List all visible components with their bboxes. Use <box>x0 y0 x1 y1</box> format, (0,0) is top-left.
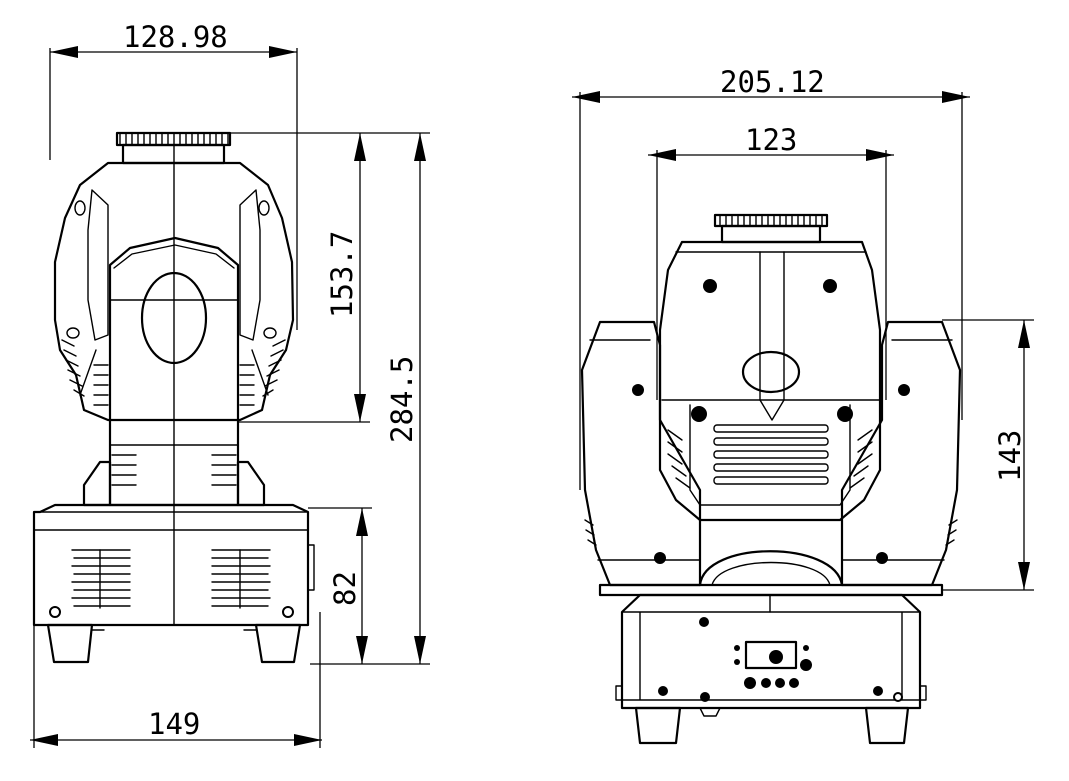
front-control-panel <box>658 617 903 702</box>
dim-label: 143 <box>993 430 1027 482</box>
front-yoke-left <box>580 320 702 587</box>
dim-label: 153.7 <box>325 231 359 318</box>
front-display-screen <box>744 640 798 670</box>
dim-side-head-height: 153.7 <box>230 132 370 423</box>
dim-label: 149 <box>148 707 200 741</box>
dim-side-top-width: 128.98 <box>49 20 298 330</box>
dim-label: 284.5 <box>385 356 419 443</box>
dim-label: 205.12 <box>720 65 825 99</box>
front-foot-right <box>864 706 910 745</box>
front-tilt-knob <box>741 350 801 394</box>
front-foot-left <box>634 706 682 745</box>
front-yoke-right <box>840 320 962 587</box>
dim-label: 128.98 <box>123 20 228 54</box>
dim-label: 82 <box>328 571 362 606</box>
dim-side-base-height: 82 <box>308 507 372 664</box>
front-lens-ring <box>713 213 829 244</box>
dim-side-total-height: 284.5 <box>310 132 430 665</box>
front-head-body <box>658 240 882 522</box>
dim-front-head-width: 123 <box>648 123 894 400</box>
front-head-vents <box>713 424 829 485</box>
side-foot-left <box>46 623 94 664</box>
side-base-vents <box>71 549 271 609</box>
dim-side-base-width: 149 <box>30 612 322 748</box>
side-foot-right <box>254 623 302 664</box>
dim-front-yoke-height: 143 <box>942 319 1034 591</box>
side-head-body <box>53 161 295 422</box>
side-view <box>32 131 315 664</box>
front-view <box>580 213 962 745</box>
dim-front-yoke-width: 205.12 <box>572 65 970 490</box>
side-base <box>32 503 310 627</box>
dim-label: 123 <box>745 123 797 157</box>
front-pan-arch <box>698 550 844 587</box>
